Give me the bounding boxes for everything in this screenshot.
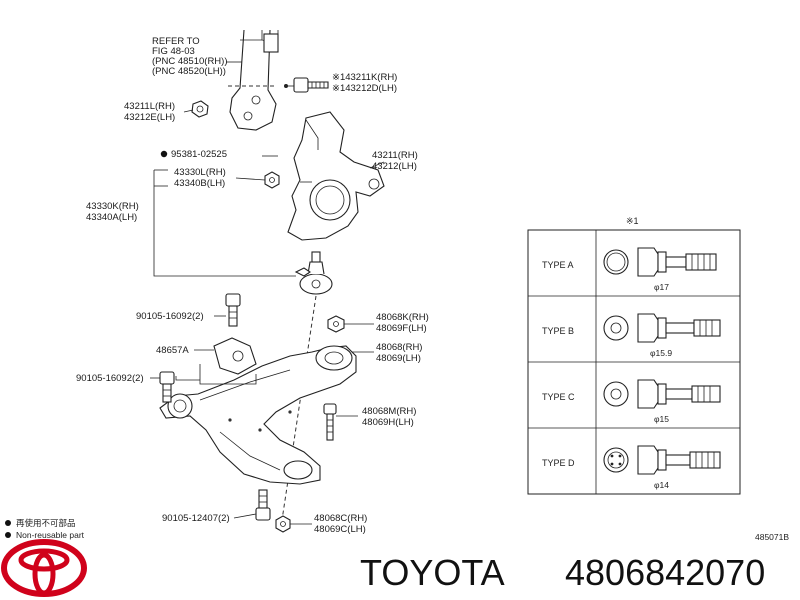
part-number: 4806842070 xyxy=(565,552,765,593)
table-row: TYPE C φ15 xyxy=(542,379,721,424)
label-nut4-lh: 48069C(LH) xyxy=(314,524,366,535)
label-bolt4-lh: 48069H(LH) xyxy=(362,417,414,428)
label-bolt2: 90105-16092(2) xyxy=(76,373,144,384)
size-label: φ15.9 xyxy=(650,348,672,358)
brand-name: TOYOTA xyxy=(360,552,505,593)
label-joint-rh: 43330K(RH) xyxy=(86,201,139,212)
label-joint-lh: 43340A(LH) xyxy=(86,212,137,223)
ball-joint-drawing xyxy=(294,251,333,295)
legend: 再使用不可部品 Non-reusable part xyxy=(5,518,85,540)
strut-nut-drawing xyxy=(191,100,209,118)
legend-line-2: Non-reusable part xyxy=(16,530,85,540)
bolt-48068M-drawing xyxy=(323,403,337,441)
label-nut3-lh: 48069F(LH) xyxy=(376,323,427,334)
nut-48068K-drawing xyxy=(327,315,345,333)
label-nut3-rh: 48068K(RH) xyxy=(376,312,429,323)
nut-48068C-drawing xyxy=(275,515,291,533)
label-nut-lh: 43212E(LH) xyxy=(124,112,175,123)
bolt-90105-16092-left-drawing xyxy=(159,371,175,403)
label-nut4-rh: 48068C(RH) xyxy=(314,513,367,524)
label-bolt-lh: ※143212D(LH) xyxy=(332,83,397,94)
figure-id: 485071B xyxy=(755,532,789,542)
label-nut2-lh: 43340B(LH) xyxy=(174,178,225,189)
type-label: TYPE C xyxy=(542,392,575,402)
label-bracket: 48657A xyxy=(156,345,189,356)
type-label: TYPE D xyxy=(542,458,575,468)
leader-lines xyxy=(150,61,385,525)
label-arm-lh: 48069(LH) xyxy=(376,353,421,364)
table-row: TYPE A φ17 xyxy=(542,247,717,292)
bolt-90105-12407-drawing xyxy=(255,489,271,521)
legend-dot-icon xyxy=(5,520,11,526)
label-bolt4-rh: 48068M(RH) xyxy=(362,406,416,417)
strut-bolt-drawing xyxy=(284,77,329,93)
arm-bracket-drawing xyxy=(175,337,257,385)
label-nut-rh: 43211L(RH) xyxy=(124,101,175,112)
label-knuckle-lh: 43212(LH) xyxy=(372,161,417,172)
bolt-90105-16092-top-drawing xyxy=(225,293,241,327)
size-label: φ17 xyxy=(654,282,669,292)
lower-arm-drawing xyxy=(159,345,357,485)
type-label: TYPE B xyxy=(542,326,574,336)
size-label: φ15 xyxy=(654,414,669,424)
knuckle-nut-drawing xyxy=(264,171,280,189)
label-refer-3: (PNC 48510(RH)) xyxy=(152,56,228,67)
label-knuckle-rh: 43211(RH) xyxy=(372,150,418,161)
label-bolt1: 90105-16092(2) xyxy=(136,311,204,322)
alignment-line xyxy=(281,295,317,521)
steering-knuckle-drawing xyxy=(287,111,385,241)
label-nut2-rh: 43330L(RH) xyxy=(174,167,226,178)
table-title: ※1 xyxy=(626,216,639,226)
label-refer-1: REFER TO xyxy=(152,36,200,47)
label-arm-rh: 48068(RH) xyxy=(376,342,422,353)
strut-drawing xyxy=(229,29,279,131)
type-label: TYPE A xyxy=(542,260,574,270)
label-bolt-rh: ※143211K(RH) xyxy=(332,72,397,83)
label-pin: 95381-02525 xyxy=(171,149,227,160)
label-bolt3: 90105-12407(2) xyxy=(162,513,230,524)
size-label: φ14 xyxy=(654,480,669,490)
label-refer-2: FIG 48-03 xyxy=(152,46,195,57)
non-reusable-marker xyxy=(160,150,168,158)
table-row: TYPE D φ14 xyxy=(542,445,721,490)
table-row: TYPE B φ15.9 xyxy=(542,313,721,358)
bolt-type-table: ※1 TYPE A φ17 TYPE B φ15.9 xyxy=(527,216,741,495)
part-labels: REFER TO FIG 48-03 (PNC 48510(RH)) (PNC … xyxy=(76,36,429,535)
toyota-logo-icon xyxy=(1,539,87,597)
label-refer-4: (PNC 48520(LH)) xyxy=(152,66,226,77)
legend-line-1: 再使用不可部品 xyxy=(16,518,76,528)
joint-group-bracket xyxy=(153,170,296,277)
